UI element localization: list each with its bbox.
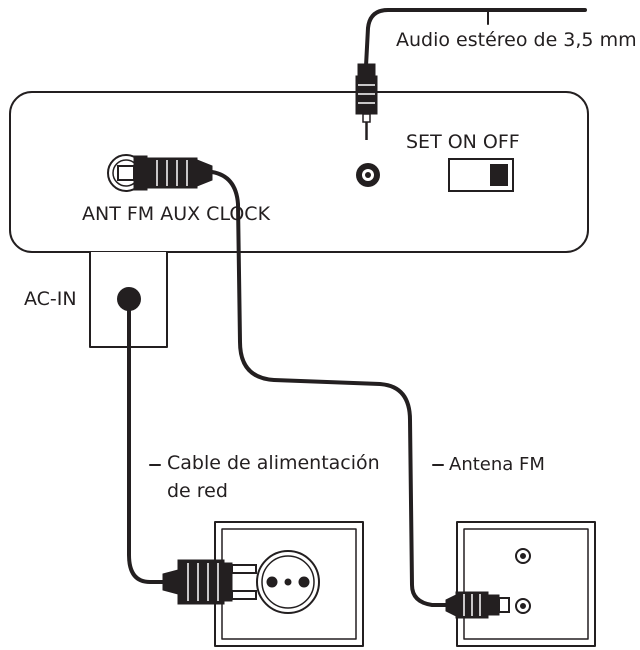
power-plug-icon [162,559,257,605]
aux-jack [356,163,380,187]
switch-knob [490,164,508,186]
main-unit-panel [9,91,589,253]
audio-cable [364,8,587,68]
fm-antenna-cable [210,170,448,607]
power-cable-label-line2: de red [167,480,228,502]
power-cable-label-line1: Cable de alimentación [167,452,380,474]
set-on-off-switch[interactable] [448,158,514,192]
power-cable [127,298,167,584]
antenna-outlet-frame [456,521,596,647]
antenna-wall-outlet-icon [445,548,531,619]
fm-coax-plug-icon [107,154,213,192]
rear-jacks-label: ANT FM AUX CLOCK [82,203,271,225]
wall-socket-icon [256,550,320,614]
ac-in-socket [117,287,141,311]
switch-label: SET ON OFF [406,131,520,153]
fm-antenna-label: Antena FM [449,454,545,475]
audio-jack-plug-icon [355,63,378,140]
ac-in-label: AC-IN [24,288,77,310]
audio-cable-label: Audio estéreo de 3,5 mm [396,29,637,51]
